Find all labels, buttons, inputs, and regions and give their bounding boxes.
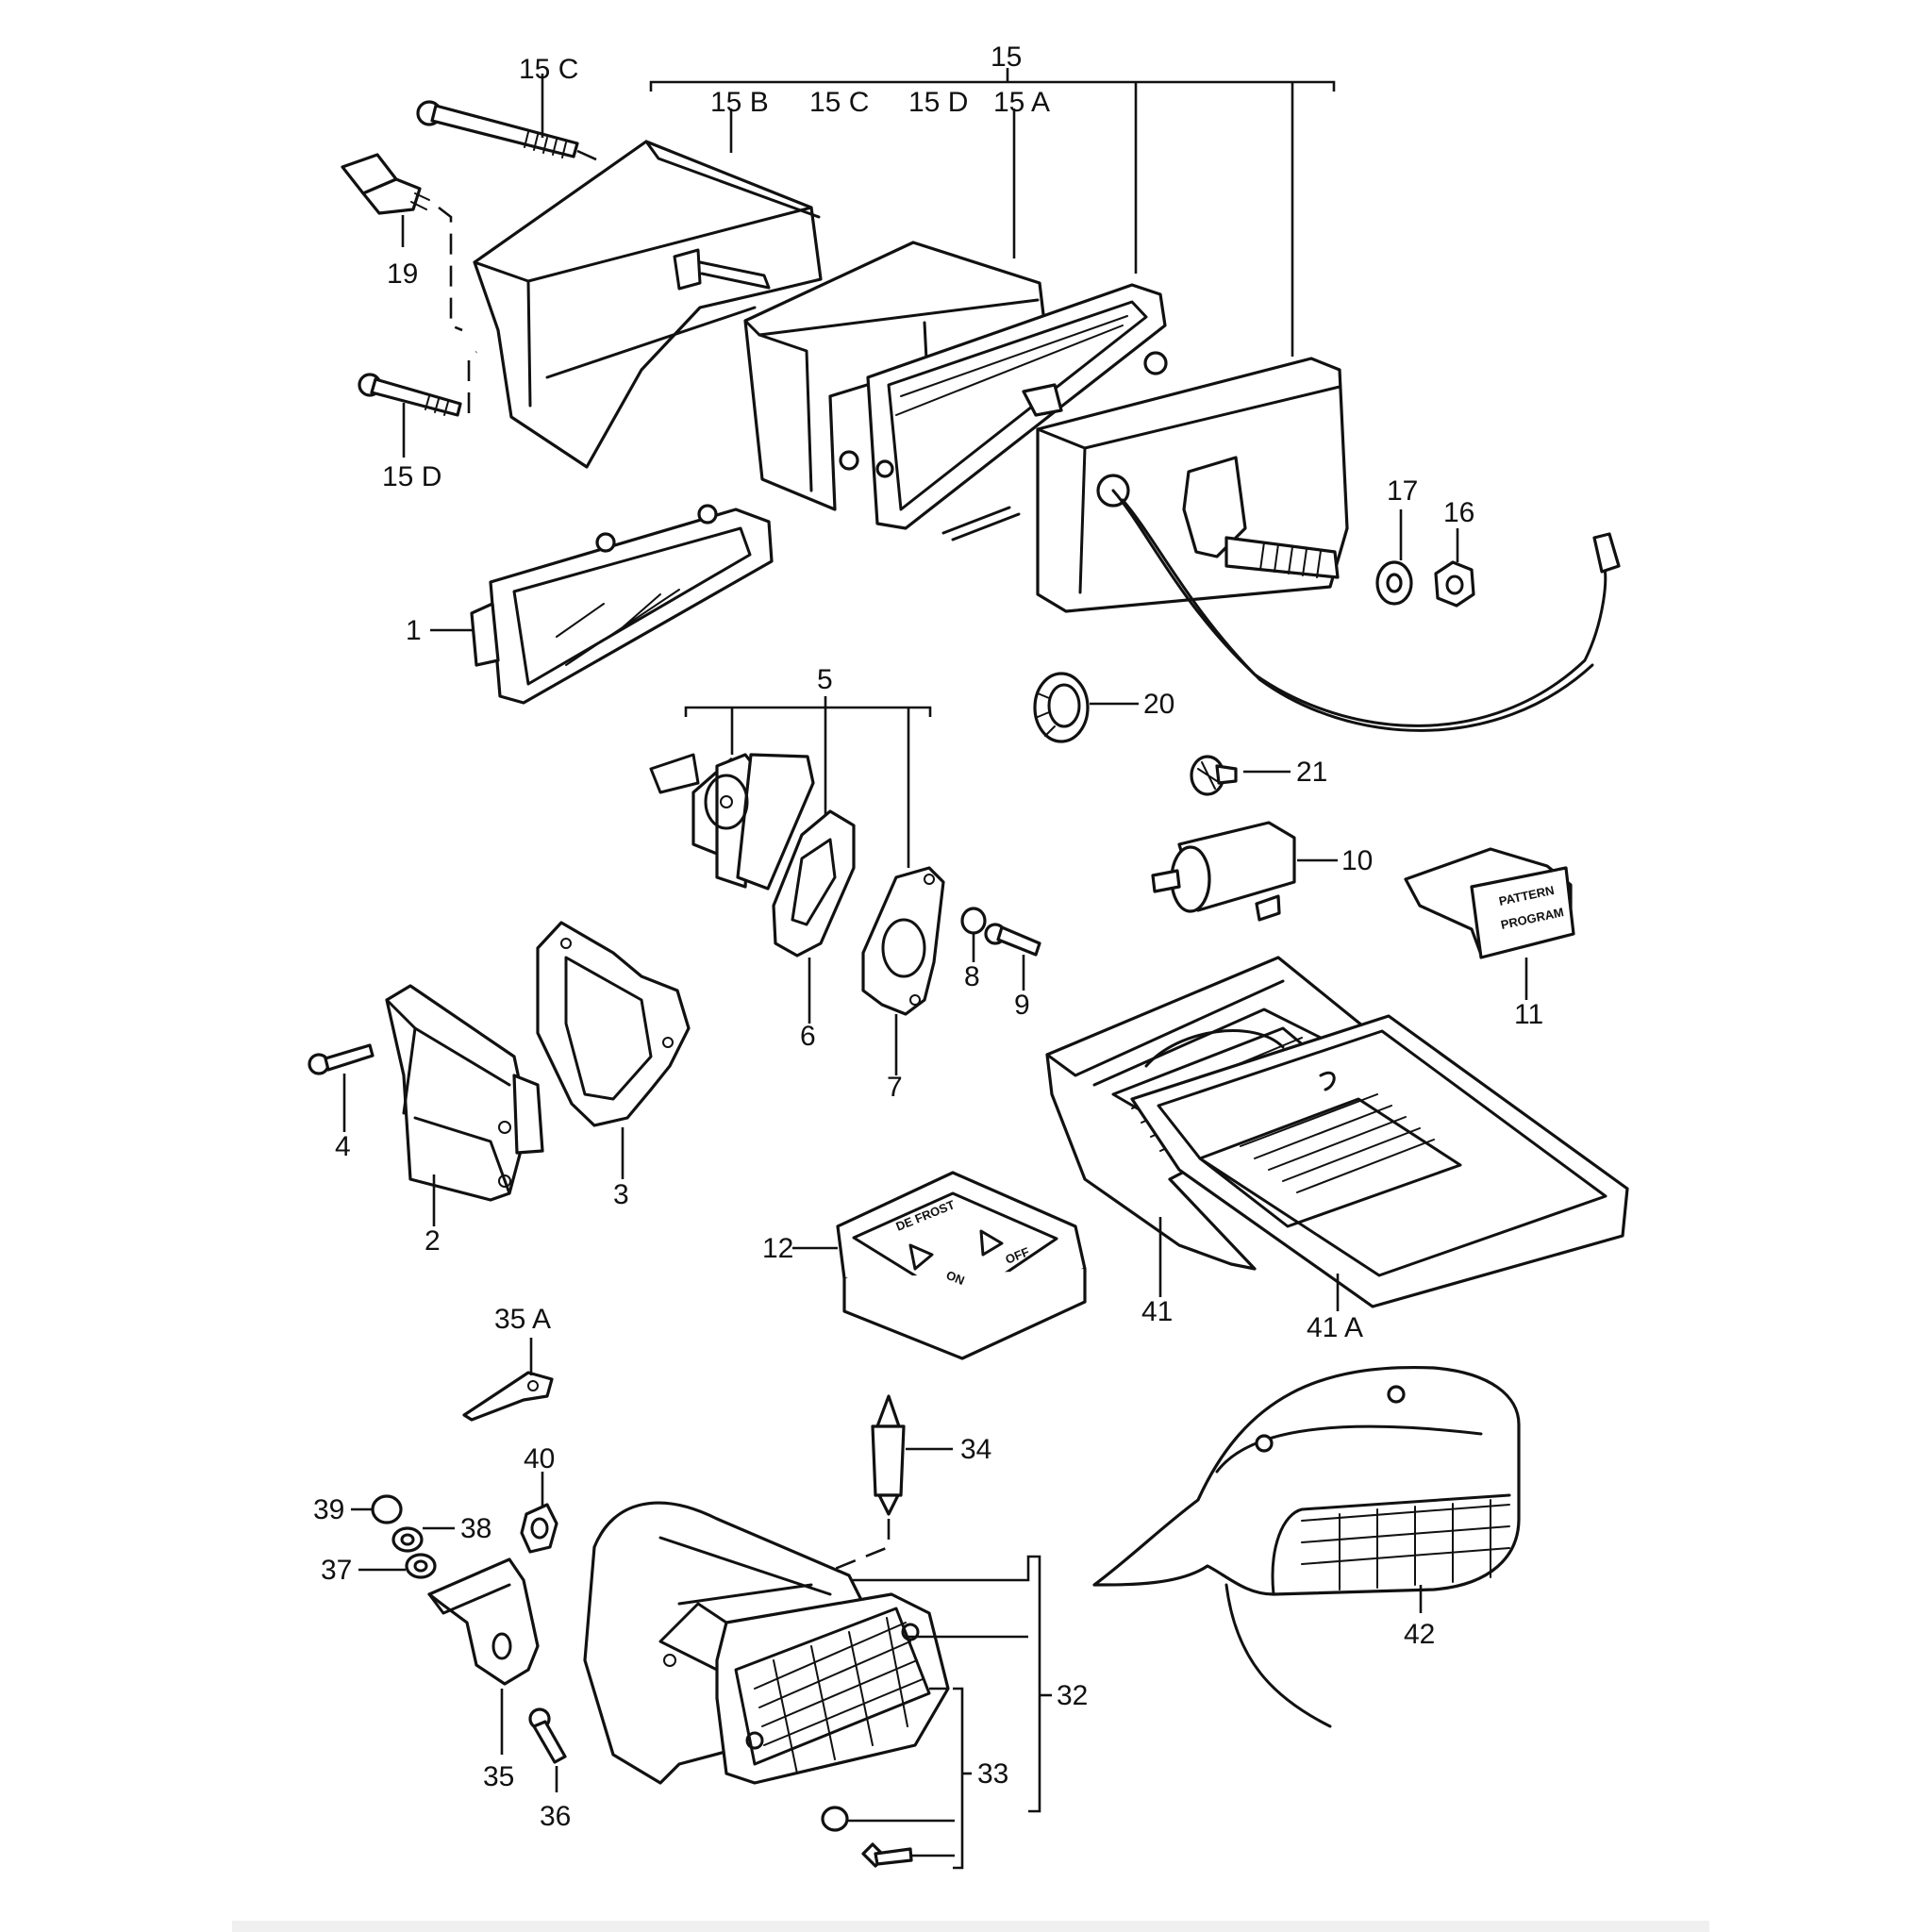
part-1-lens xyxy=(430,504,774,705)
label-2: 2 xyxy=(425,1225,441,1257)
label-32: 32 xyxy=(1057,1680,1088,1711)
label-16: 16 xyxy=(1443,497,1474,528)
bracket-15 xyxy=(649,68,1336,357)
label-19: 19 xyxy=(387,258,418,290)
part-10-relay xyxy=(1151,821,1338,922)
label-15c-top: 15 C xyxy=(519,54,578,85)
part-2-housing xyxy=(385,984,544,1226)
part-15-lamp-body xyxy=(1036,357,1621,732)
label-1: 1 xyxy=(406,615,422,646)
part-33-screws xyxy=(821,1687,972,1870)
label-41a: 41 A xyxy=(1307,1312,1363,1343)
label-6: 6 xyxy=(800,1021,816,1052)
label-42: 42 xyxy=(1404,1619,1435,1650)
part-15-gasket-frame xyxy=(866,283,1168,541)
part-5-socket-plate xyxy=(649,753,815,891)
label-9: 9 xyxy=(1014,990,1030,1021)
label-5: 5 xyxy=(817,664,833,695)
part-6-gasket xyxy=(772,809,856,1024)
part-16-nut xyxy=(1434,528,1475,608)
label-39: 39 xyxy=(313,1494,344,1525)
part-42-lamp xyxy=(1092,1365,1521,1728)
part-labels: 15 C 15 15 B 15 C 15 D 15 A 19 15 D 17 1… xyxy=(313,42,1543,1832)
part-9-screw xyxy=(984,923,1041,991)
label-10: 10 xyxy=(1341,845,1373,876)
part-40-nut xyxy=(520,1472,558,1554)
part-41a-cover xyxy=(1130,1014,1629,1311)
part-35a-clip xyxy=(462,1338,554,1422)
label-15a: 15 A xyxy=(993,87,1050,118)
label-36: 36 xyxy=(540,1801,571,1832)
label-11: 11 xyxy=(1514,999,1543,1030)
footer-strip xyxy=(232,1921,1709,1932)
label-41: 41 xyxy=(1141,1296,1173,1327)
switch-12-left-text: ON xyxy=(944,1268,967,1288)
part-3-gasket xyxy=(536,921,691,1179)
part-37-washer xyxy=(358,1553,437,1579)
part-34-bulb xyxy=(829,1394,953,1573)
label-35a: 35 A xyxy=(494,1304,551,1335)
part-36-screw xyxy=(528,1707,567,1792)
part-11-switch: PATTERN PROGRAM xyxy=(1404,847,1575,1000)
label-20: 20 xyxy=(1143,689,1174,720)
part-35-bracket xyxy=(427,1557,540,1755)
label-15d: 15 D xyxy=(908,87,968,118)
label-17: 17 xyxy=(1387,475,1418,507)
part-19-sensor xyxy=(341,153,463,332)
part-38-washer xyxy=(391,1526,455,1553)
label-34: 34 xyxy=(960,1434,991,1465)
label-3: 3 xyxy=(613,1179,629,1210)
label-15b: 15 B xyxy=(710,87,769,118)
bracket-32 xyxy=(852,1555,1052,1813)
label-15c: 15 C xyxy=(809,87,869,118)
label-37: 37 xyxy=(321,1555,352,1586)
part-12-switch: DE FROST ON OFF xyxy=(792,1171,1087,1360)
part-21-screw xyxy=(1190,755,1291,796)
part-32-lens xyxy=(715,1592,950,1785)
part-15c-bolt xyxy=(416,74,599,162)
part-20-grommet xyxy=(1033,672,1139,743)
part-15b-housing xyxy=(473,108,823,469)
label-40: 40 xyxy=(524,1443,555,1474)
bracket-5 xyxy=(684,696,932,868)
part-7-plate xyxy=(861,866,945,1075)
label-15: 15 xyxy=(991,42,1022,73)
part-15d-bolt xyxy=(358,351,477,458)
part-8-washer xyxy=(960,907,987,962)
label-35: 35 xyxy=(483,1761,514,1792)
part-39-cap xyxy=(351,1494,403,1524)
part-17-washer xyxy=(1375,509,1413,606)
label-15d-left: 15 D xyxy=(382,461,441,492)
part-4-screw xyxy=(308,1043,375,1132)
label-33: 33 xyxy=(977,1758,1008,1790)
label-4: 4 xyxy=(335,1131,351,1162)
label-21: 21 xyxy=(1296,757,1327,788)
label-8: 8 xyxy=(964,961,980,992)
label-38: 38 xyxy=(460,1513,491,1544)
label-12: 12 xyxy=(762,1233,793,1264)
label-7: 7 xyxy=(887,1072,903,1103)
